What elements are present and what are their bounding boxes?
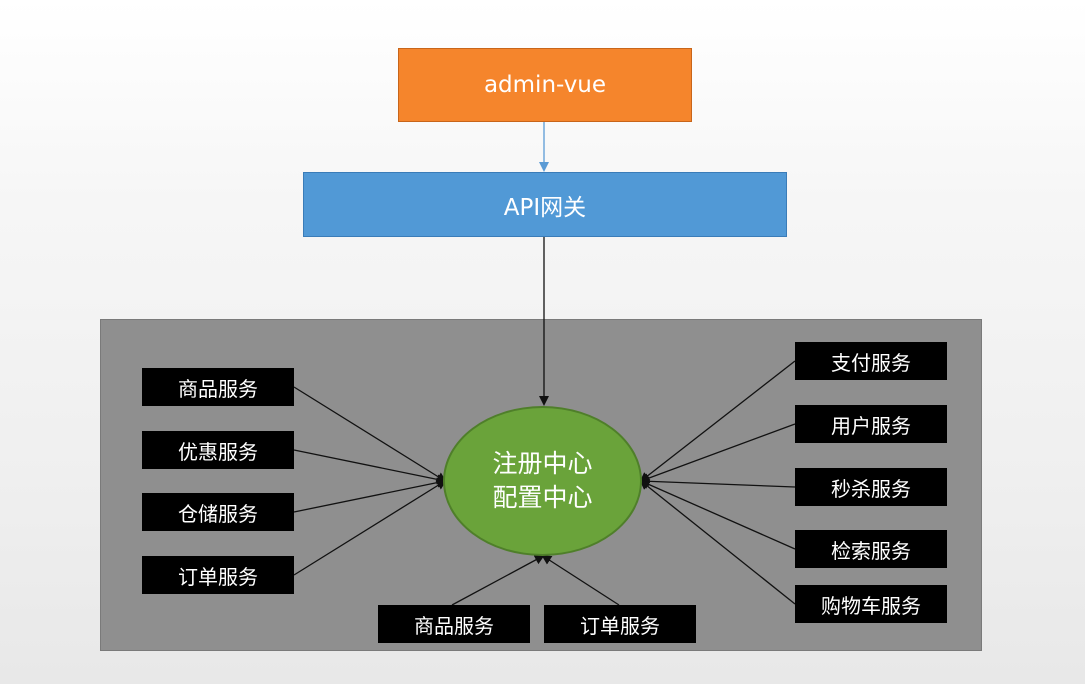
service-label: 订单服务 — [580, 613, 660, 638]
service-box-left-1: 商品服务 — [142, 368, 294, 406]
service-label: 检索服务 — [831, 538, 911, 563]
arrow-right-5 — [639, 479, 796, 605]
service-label: 秒杀服务 — [831, 476, 911, 501]
service-label: 优惠服务 — [178, 439, 258, 464]
service-box-right-2: 用户服务 — [795, 405, 947, 443]
service-box-right-3: 秒杀服务 — [795, 468, 947, 506]
admin-vue-label: admin-vue — [483, 72, 607, 98]
arrow-bottom-2 — [541, 554, 620, 606]
service-box-right-4: 检索服务 — [795, 530, 947, 568]
arrow-right-2 — [639, 423, 796, 483]
service-label: 仓储服务 — [178, 501, 258, 526]
service-box-left-4: 订单服务 — [142, 556, 294, 594]
arrow-left-3 — [293, 477, 447, 513]
service-label: 订单服务 — [178, 564, 258, 589]
service-label: 商品服务 — [178, 376, 258, 401]
api-gateway-label: API网关 — [503, 194, 587, 221]
service-box-left-3: 仓储服务 — [142, 493, 294, 531]
service-box-right-5: 购物车服务 — [795, 585, 947, 623]
center-line-1: 注册中心 — [492, 449, 593, 478]
service-box-left-2: 优惠服务 — [142, 431, 294, 469]
service-box-bottom-2: 订单服务 — [544, 605, 696, 643]
arrow-left-4 — [293, 479, 447, 576]
service-label: 用户服务 — [831, 413, 911, 438]
arrow-left-2 — [293, 449, 447, 485]
admin-vue-box: admin-vue — [398, 48, 692, 122]
center-line-2: 配置中心 — [492, 483, 593, 512]
arrow-right-1 — [639, 360, 796, 483]
arrow-bottom-1 — [451, 555, 545, 606]
service-label: 商品服务 — [414, 613, 494, 638]
service-box-right-1: 支付服务 — [795, 342, 947, 380]
arrow-right-3 — [639, 476, 796, 488]
registry-config-center: 注册中心 配置中心 — [443, 406, 642, 556]
api-gateway-box: API网关 — [303, 172, 787, 237]
service-box-bottom-1: 商品服务 — [378, 605, 530, 643]
service-label: 支付服务 — [831, 350, 911, 375]
arrow-right-4 — [639, 479, 796, 550]
service-label: 购物车服务 — [821, 593, 921, 618]
arrow-left-1 — [293, 386, 447, 483]
